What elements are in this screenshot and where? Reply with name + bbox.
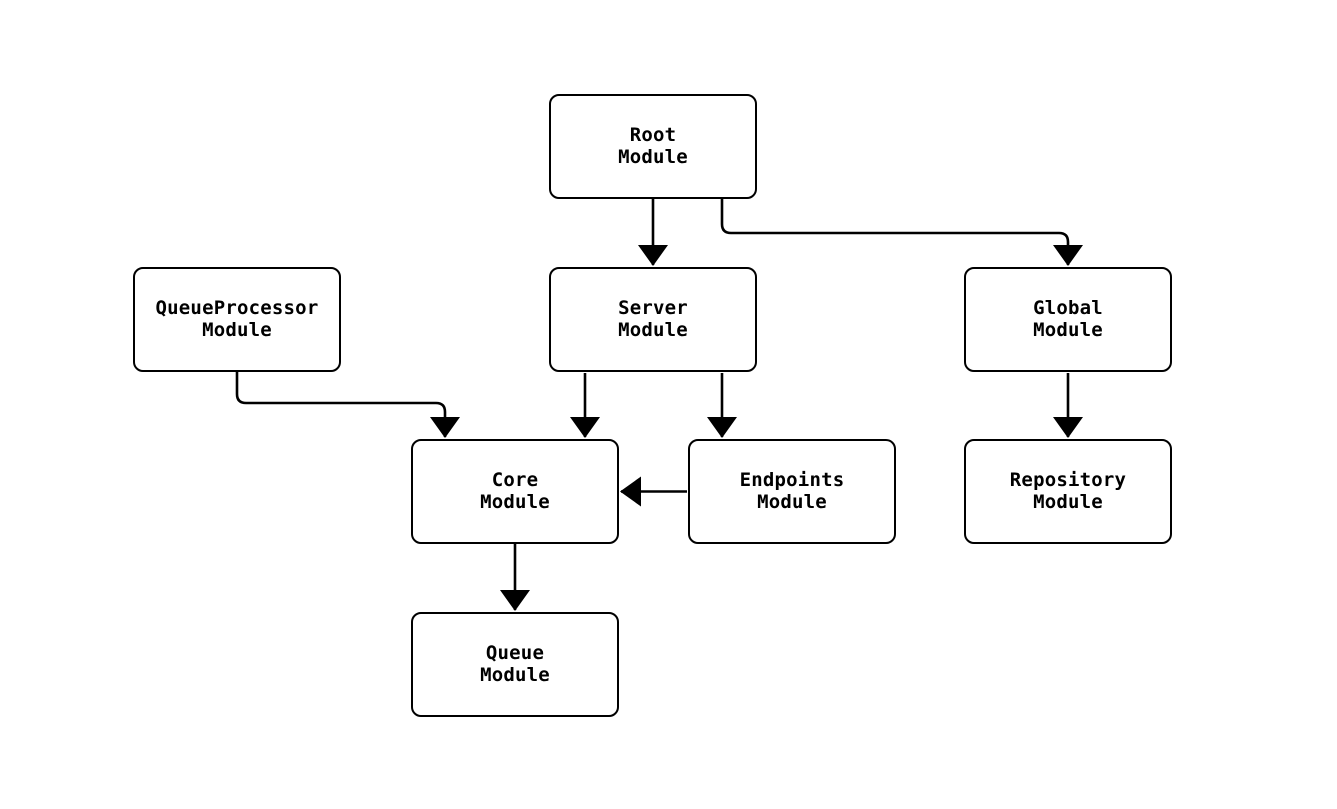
node-core-module: Core Module bbox=[411, 439, 619, 544]
node-endpoints-module-label: Endpoints Module bbox=[739, 469, 845, 513]
node-global-module: Global Module bbox=[964, 267, 1172, 372]
node-endpoints-module: Endpoints Module bbox=[688, 439, 896, 544]
node-global-module-label: Global Module bbox=[1033, 297, 1103, 341]
node-repository-module: Repository Module bbox=[964, 439, 1172, 544]
node-queueprocessor-module-label: QueueProcessor Module bbox=[155, 297, 319, 341]
node-server-module-label: Server Module bbox=[618, 297, 688, 341]
node-repository-module-label: Repository Module bbox=[1009, 469, 1127, 513]
node-server-module: Server Module bbox=[549, 267, 757, 372]
edge-root-to-global bbox=[720, 199, 1083, 266]
edge-queueprocessor-to-core bbox=[235, 372, 460, 438]
node-root-module: Root Module bbox=[549, 94, 757, 199]
node-core-module-label: Core Module bbox=[480, 469, 550, 513]
node-root-module-label: Root Module bbox=[618, 124, 688, 168]
node-queueprocessor-module: QueueProcessor Module bbox=[133, 267, 341, 372]
node-queue-module: Queue Module bbox=[411, 612, 619, 717]
node-queue-module-label: Queue Module bbox=[480, 642, 550, 686]
